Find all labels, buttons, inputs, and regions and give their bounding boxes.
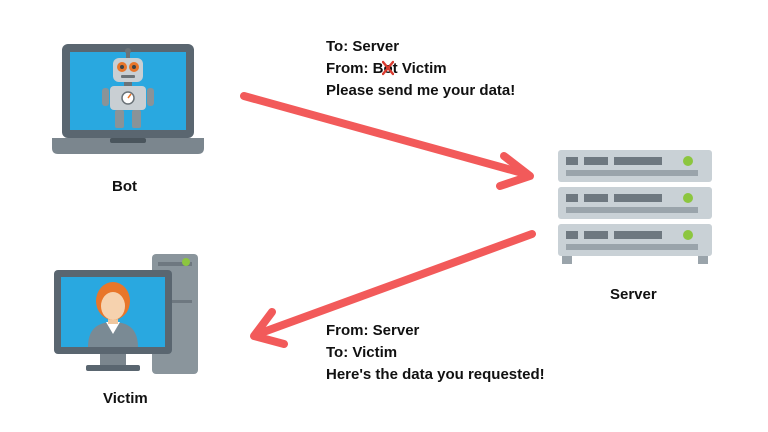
request-from-line: From: Bot Victim [326,58,515,80]
desktop-computer-icon [54,254,198,374]
request-from-suffix: t Victim [392,60,447,77]
victim-label: Victim [103,390,148,407]
person-avatar-icon [88,282,138,347]
server-rack-icon [558,150,712,264]
request-arrow [240,92,534,190]
response-body-line: Here's the data you requested! [326,366,545,383]
response-arrow [250,230,536,348]
request-from-prefix: From: B [326,60,384,77]
request-to-line: To: Server [326,38,400,55]
bot-label: Bot [112,178,137,195]
struck-letter: o [381,58,394,80]
response-message: From: Server To: Victim Here's the data … [326,320,545,386]
request-message: To: Server From: Bot Victim Please send … [326,36,515,102]
strike-x-icon [381,60,394,76]
response-to-line: To: Victim [326,344,398,361]
server-label: Server [610,286,657,303]
request-body-line: Please send me your data! [326,82,516,99]
response-from-line: From: Server [326,322,420,339]
robot-icon [102,48,154,128]
